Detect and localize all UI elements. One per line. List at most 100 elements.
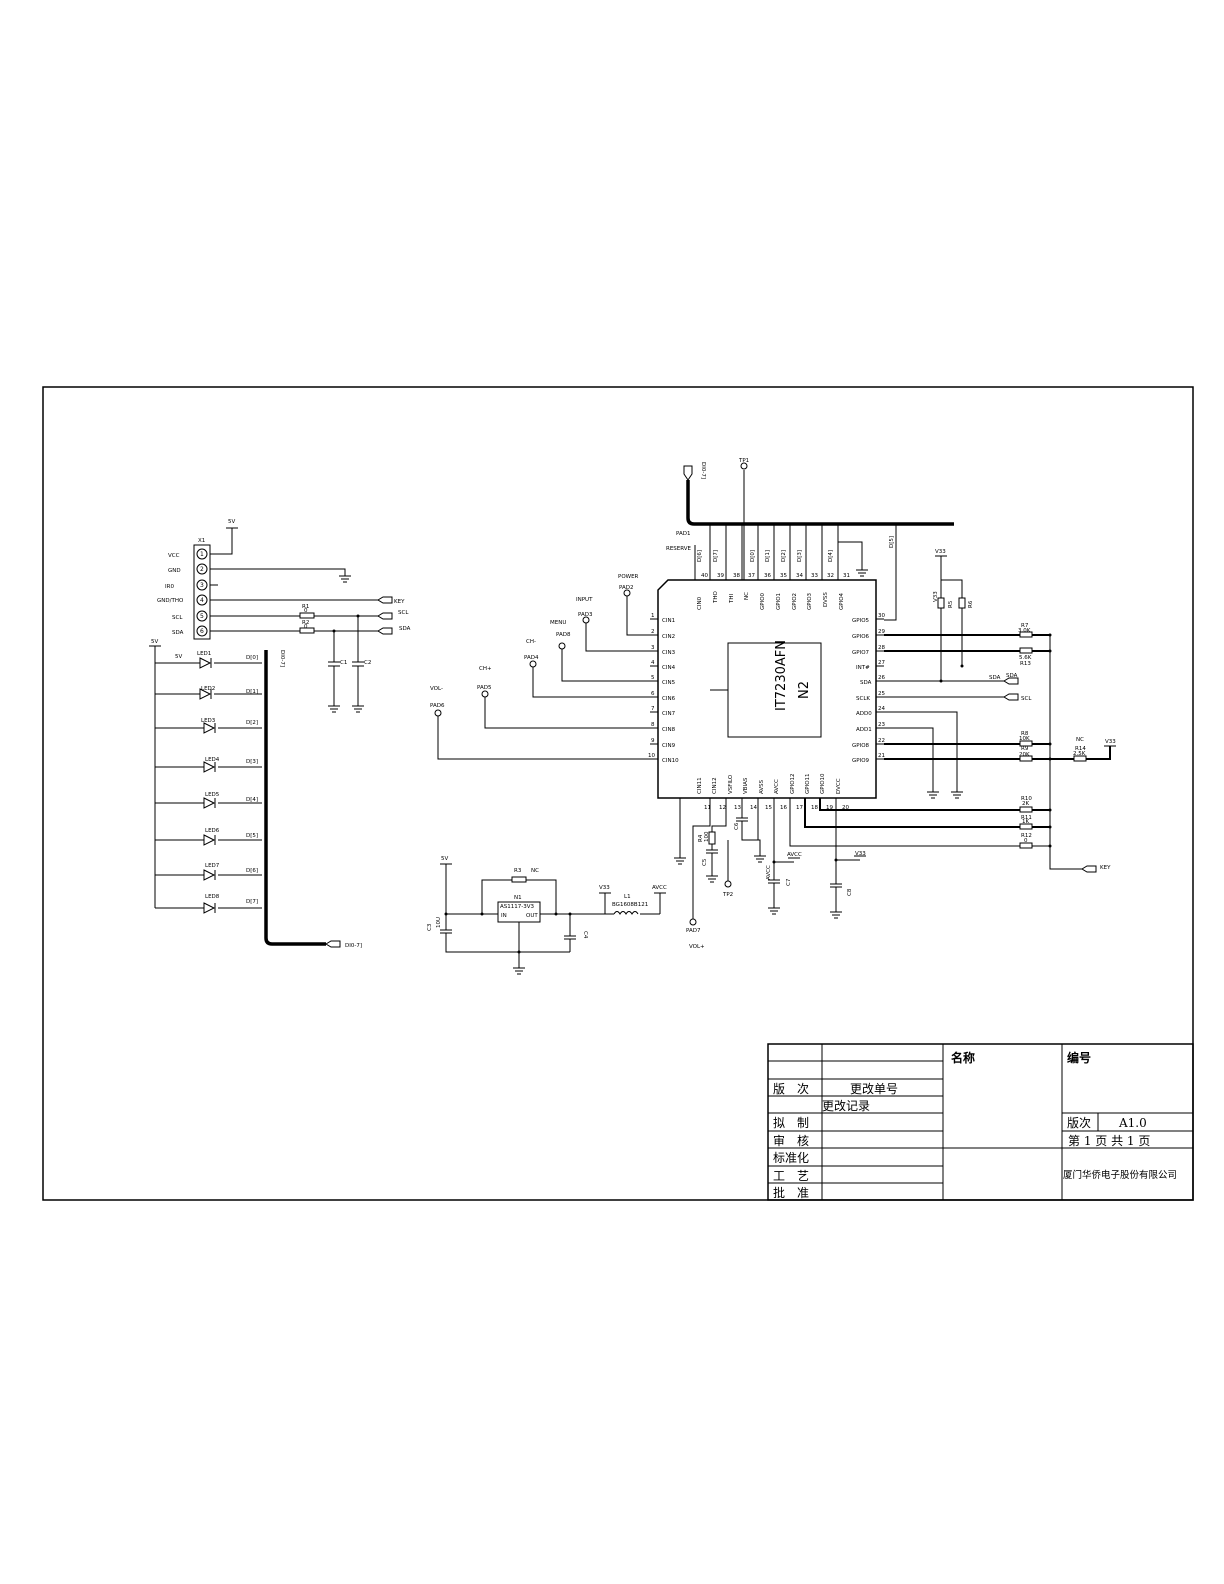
chminus-label: CH-: [526, 639, 536, 645]
reg-in: IN: [501, 913, 507, 919]
net-sda-label: SDA: [399, 626, 411, 632]
pin-number: 31: [843, 573, 850, 579]
reg-avcc-label: AVCC: [652, 885, 667, 891]
pin-label: IR0: [165, 584, 174, 590]
power-label: POWER: [618, 574, 639, 580]
pin-number: 16: [780, 805, 787, 811]
pin-number: 12: [719, 805, 726, 811]
title-standard: 标准化: [773, 1151, 809, 1165]
pin-number: 39: [717, 573, 724, 579]
c1-ref: C1: [340, 660, 347, 666]
pin-name: DVCC: [836, 778, 842, 794]
pin-number: 1: [200, 551, 204, 558]
pin-label: SDA: [172, 630, 184, 636]
pad4-label: PAD4: [524, 655, 539, 661]
net-key-label: KEY: [394, 599, 405, 605]
pin-number: 40: [701, 573, 708, 579]
title-block: 名称 编号 版 次 更改单号 更改记录 拟 制 审 核 标准化 工 艺 批 准 …: [767, 1043, 1194, 1201]
c6-ref: C6: [734, 822, 740, 830]
pin-name: GPIO1: [776, 593, 782, 610]
pin-number: 27: [878, 660, 885, 666]
led-bus-label: DI0-7]: [345, 943, 362, 949]
pin-name: NC: [744, 592, 750, 600]
input-label: INPUT: [576, 597, 593, 603]
pin-name: CIN4: [662, 665, 676, 671]
chip-top-pins: D[6] 40 CIN0 D[7] 39 THO 38 THI D[0] 37 …: [697, 536, 895, 610]
pin-name: ADD1: [856, 727, 872, 733]
pin-label: VCC: [168, 553, 180, 559]
pin-number: 37: [748, 573, 755, 579]
title-version-col: 版 次: [773, 1082, 809, 1096]
c4-ref: C4: [582, 931, 588, 939]
pin-number: 17: [796, 805, 803, 811]
chip-suffix: N2: [797, 681, 812, 699]
chip-right-pins: 30 GPIO5 29 GPIO6 28 GPIO7 27 INT# 26 SD…: [852, 613, 885, 764]
pin-number: 26: [878, 675, 885, 681]
pin-number: 1: [651, 613, 655, 619]
pin-name: GPIO9: [852, 758, 870, 764]
c5-ref: C5: [702, 858, 708, 866]
led5-net: D[4]: [246, 797, 258, 803]
pin-number: 25: [878, 691, 885, 697]
pin-name: ADD0: [856, 711, 872, 717]
pin-number: 28: [878, 645, 885, 651]
pin-number: 2: [200, 566, 204, 573]
pin-number: 19: [826, 805, 833, 811]
menu-label: MENU: [550, 620, 566, 626]
pin-name: CIN9: [662, 743, 676, 749]
chip-part-number: IT7230AFN: [774, 640, 789, 711]
r8-ref: R8: [1021, 731, 1029, 737]
pin-name: CIN12: [712, 777, 718, 794]
l1-ref: L1: [624, 894, 631, 900]
r9-ref: R9: [1021, 746, 1029, 752]
v33-label-right: V33: [935, 549, 946, 555]
c2-ref: C2: [364, 660, 371, 666]
r4-ref: R4: [698, 834, 704, 842]
title-number-label: 编号: [1066, 1050, 1091, 1065]
title-page: 第 1 页 共 1 页: [1068, 1134, 1150, 1148]
pin-number: 14: [750, 805, 757, 811]
led1-ref: LED1: [197, 651, 211, 657]
reg-part: AS1117-3V3: [500, 904, 534, 910]
pin-number: 6: [200, 628, 204, 635]
led8-ref: LED8: [205, 894, 220, 900]
pad5-label: PAD5: [477, 685, 492, 691]
pin-name: GPIO11: [805, 773, 811, 794]
r14-value: 2.5K: [1073, 751, 1086, 757]
r10-ref: R10: [1021, 796, 1032, 802]
pin-net: D[3]: [797, 550, 803, 562]
pin-net: D[1]: [765, 550, 771, 562]
pin-number: 18: [811, 805, 818, 811]
pin-name: AVSS: [759, 779, 765, 794]
pin-name: CIN7: [662, 711, 676, 717]
reg-out: OUT: [526, 913, 538, 919]
led-5v-label: 5V: [151, 639, 158, 645]
led5-ref: LED5: [205, 792, 220, 798]
pin-label: GND/THO: [157, 598, 184, 604]
pin-number: 30: [878, 613, 885, 619]
pin-number: 29: [878, 629, 885, 635]
pin-number: 5: [200, 613, 204, 620]
sda-label-chip: SDA: [989, 675, 1001, 681]
r9-value: 20K: [1019, 752, 1030, 758]
pin-label: SCL: [172, 615, 183, 621]
net-5v-label: 5V: [228, 519, 235, 525]
r11-value: 1K: [1022, 819, 1029, 825]
pad1-label: PAD1: [676, 531, 690, 537]
pin-number: 7: [651, 706, 655, 712]
r4-value: 100: [704, 831, 710, 842]
led3-net: D[2]: [246, 720, 258, 726]
r8-value: 10K: [1019, 736, 1030, 742]
pin-name: CIN8: [662, 727, 676, 733]
r3-nc: NC: [531, 868, 539, 874]
pin-net: D[5]: [889, 536, 895, 548]
top-bus: DI0-7] TP1 PAD1 RESERVE: [666, 458, 954, 621]
title-version-label: 版次: [1067, 1116, 1091, 1130]
pin-number: 21: [878, 753, 885, 759]
tp2-label: TP2: [722, 892, 733, 898]
r3-ref: R3: [514, 868, 522, 874]
connector-ref: X1: [198, 538, 205, 544]
pin-net: D[4]: [828, 550, 834, 562]
title-review: 审 核: [773, 1133, 809, 1148]
led6-net: D[5]: [246, 833, 258, 839]
